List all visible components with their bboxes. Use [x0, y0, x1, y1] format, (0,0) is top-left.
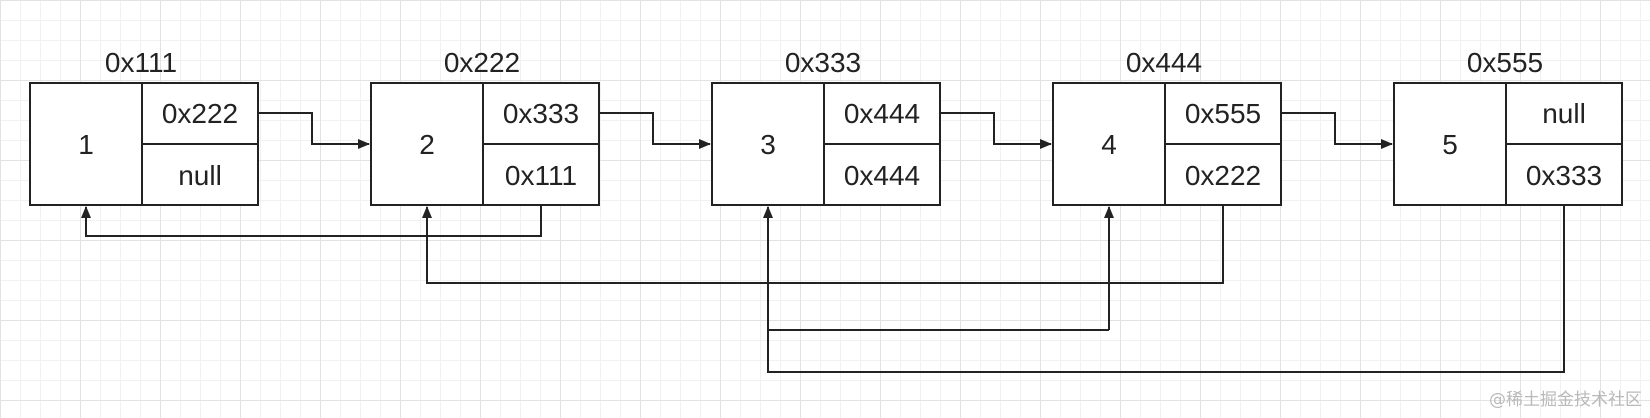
node-prev-cell: [482, 143, 600, 206]
prev-arrow-5-to-3: [763, 205, 1565, 373]
next-arrow-2-to-3: [599, 112, 711, 149]
node-next-pointer: 0x555: [1185, 98, 1261, 129]
node-prev-pointer: 0x111: [505, 160, 577, 191]
node-value: 2: [419, 129, 435, 160]
node-next-cell: [823, 82, 941, 145]
watermark: @稀土掘金技术社区: [1489, 390, 1642, 410]
node-value-cell: [1052, 82, 1166, 206]
node-next-pointer: null: [1542, 98, 1586, 129]
node-value-cell: [29, 82, 143, 206]
node-5: 0x555 5 null 0x333: [1393, 47, 1623, 206]
node-address-label: 0x444: [1126, 47, 1202, 78]
node-1: 0x111 1 0x222 null: [29, 47, 259, 206]
node-value: 4: [1101, 129, 1117, 160]
node-value-cell: [711, 82, 825, 206]
node-value-cell: [1393, 82, 1507, 206]
node-prev-pointer: 0x222: [1185, 160, 1261, 191]
node-prev-pointer: 0x333: [1526, 160, 1602, 191]
node-next-cell: [1505, 82, 1623, 145]
node-value: 5: [1442, 129, 1458, 160]
node-address-label: 0x111: [105, 47, 177, 78]
node-prev-cell: [823, 143, 941, 206]
node-prev-cell: [141, 143, 259, 206]
node-2: 0x222 2 0x333 0x111: [370, 47, 600, 206]
node-next-pointer: 0x333: [503, 98, 579, 129]
node-address-label: 0x222: [444, 47, 520, 78]
node-address-label: 0x333: [785, 47, 861, 78]
prev-arrow-2-to-1: [81, 205, 542, 237]
node-value: 1: [78, 129, 94, 160]
prev-arrow-3-to-4-trunk: [767, 207, 1109, 331]
node-value: 3: [760, 129, 776, 160]
node-3: 0x333 3 0x444 0x444: [711, 47, 941, 206]
node-prev-pointer: null: [178, 160, 222, 191]
node-next-pointer: 0x444: [844, 98, 920, 129]
node-address-label: 0x555: [1467, 47, 1543, 78]
node-prev-pointer: 0x444: [844, 160, 920, 191]
next-arrow-1-to-2: [258, 112, 370, 149]
node-next-pointer: 0x222: [162, 98, 238, 129]
prev-arrow-4-to-2: [422, 205, 1224, 284]
next-arrow-3-to-4: [940, 112, 1052, 149]
node-prev-cell: [1164, 143, 1282, 206]
node-4: 0x444 4 0x555 0x222: [1052, 47, 1282, 206]
next-arrow-4-to-5: [1281, 112, 1393, 149]
node-next-cell: [141, 82, 259, 145]
